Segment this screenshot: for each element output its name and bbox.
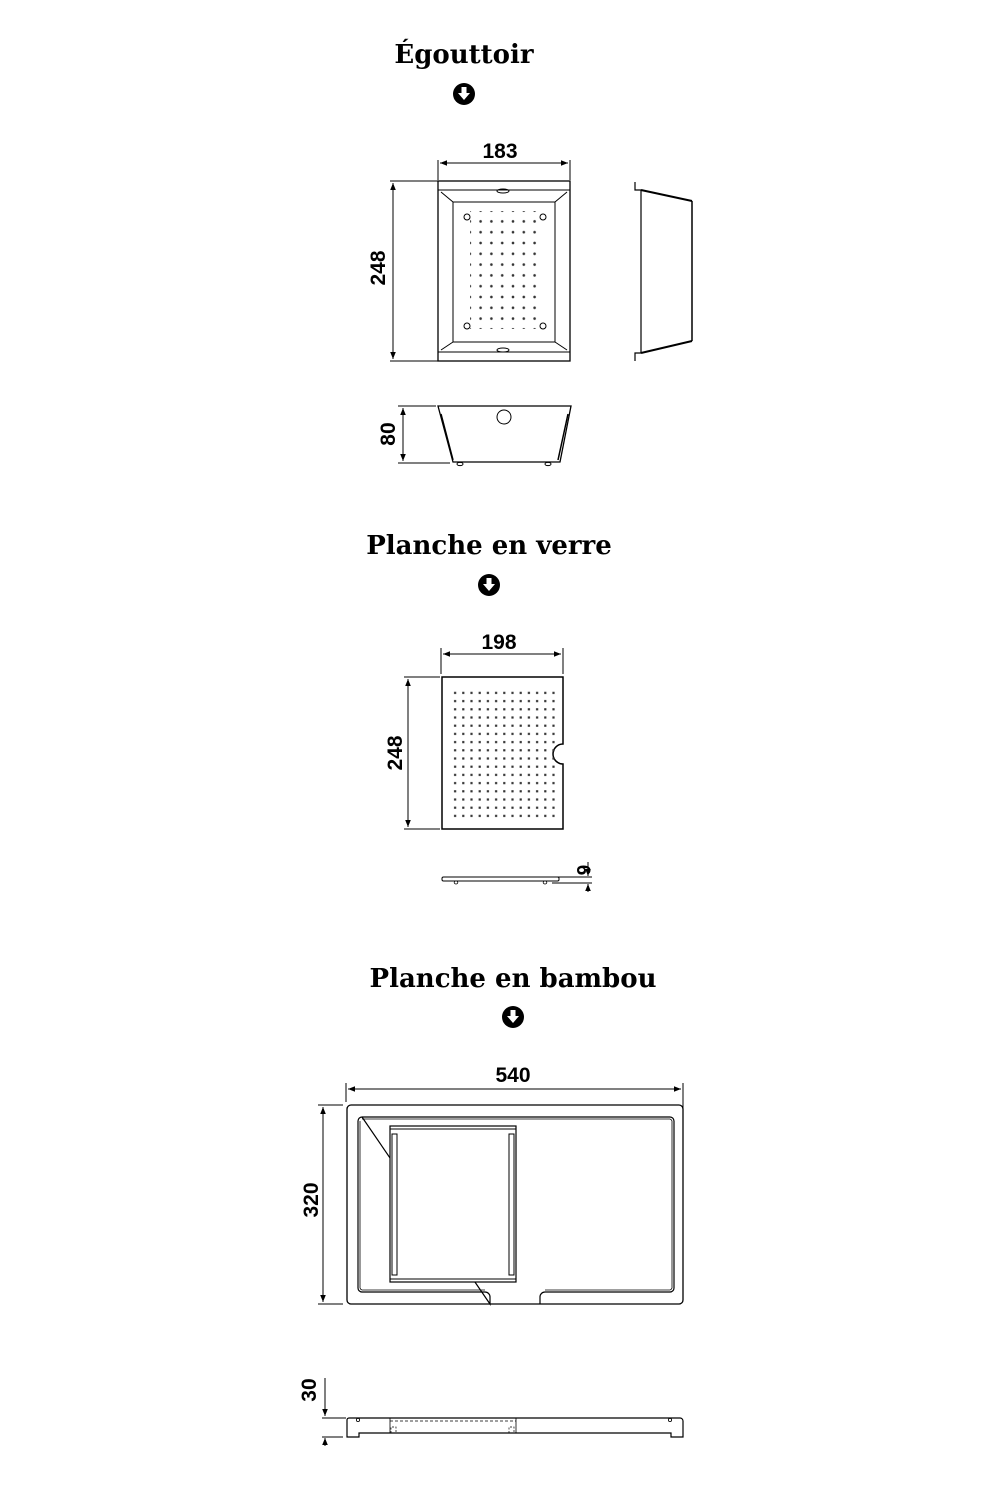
egouttoir-top-view: 183 248 <box>367 140 571 362</box>
planche-verre-width-label: 198 <box>481 631 516 654</box>
planche-verre-length-label: 248 <box>384 735 407 770</box>
planche-bambou-side-view: 30 <box>298 1378 684 1446</box>
planche-bambou-top-view: 540 320 <box>300 1064 684 1306</box>
section-title-egouttoir: Égouttoir <box>394 40 534 70</box>
circle-arrow-down-icon <box>502 1006 524 1028</box>
egouttoir-front-view: 80 <box>377 405 572 467</box>
planche-verre-side-view: 6 <box>441 862 593 892</box>
circle-arrow-down-icon <box>453 83 475 105</box>
egouttoir-length-label: 248 <box>367 250 390 285</box>
planche-verre-top-view: 198 248 <box>384 631 564 830</box>
egouttoir-side-view <box>634 182 693 361</box>
planche-verre-thickness-label: 6 <box>572 865 593 876</box>
egouttoir-height-label: 80 <box>377 422 400 445</box>
planche-bambou-width-label: 540 <box>495 1064 530 1087</box>
circle-arrow-down-icon <box>478 574 500 596</box>
section-title-planche-verre: Planche en verre <box>366 531 612 561</box>
planche-bambou-thickness-label: 30 <box>298 1378 321 1401</box>
planche-bambou-length-label: 320 <box>300 1182 323 1217</box>
section-title-planche-bambou: Planche en bambou <box>369 964 657 994</box>
egouttoir-width-label: 183 <box>482 140 517 163</box>
